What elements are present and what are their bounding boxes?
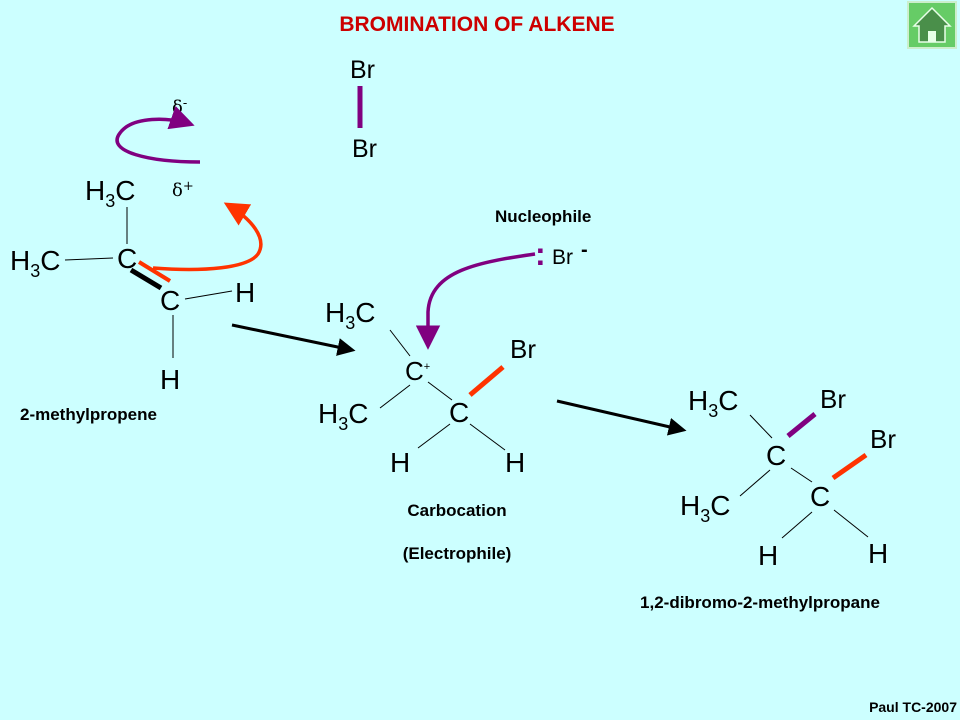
- reactant-methyl-top: H3C: [85, 175, 135, 211]
- bond-cplus-methyl-bottom: [379, 384, 411, 409]
- double-bond-pi: [137, 260, 172, 283]
- delta-minus-label: δ-: [172, 96, 187, 118]
- product-methyl-top: H3C: [688, 385, 738, 421]
- nucleophile-attack-arrow: [415, 252, 536, 350]
- nucleophile-label: Nucleophile: [495, 207, 591, 226]
- carbocation-name-line2: (Electrophile): [403, 544, 512, 563]
- bond-cplus-c2: [427, 381, 453, 401]
- polarization-arrow: [115, 105, 201, 164]
- product-dibromide: H3C Br C Br C H3C H H 1,2-dibromo-2-meth…: [640, 384, 896, 612]
- br-bottom: Br: [352, 135, 377, 163]
- bond-cplus-methyl-top: [389, 329, 411, 357]
- product-h-left: H: [758, 540, 778, 571]
- bromine-molecule: Br Br: [350, 56, 377, 163]
- reaction-arrow-2: [556, 399, 687, 436]
- bromide-lone-pair: :: [535, 236, 546, 272]
- bond-c2-h-right: [184, 290, 233, 300]
- carbocation-c-plus: C+: [405, 356, 430, 386]
- reactant-methyl-left: H3C: [10, 245, 60, 281]
- bond-c2-h-left: [781, 511, 813, 539]
- page-title: BROMINATION OF ALKENE: [339, 13, 614, 36]
- carbocation-br: Br: [510, 334, 536, 364]
- reactant-c2: C: [160, 285, 180, 316]
- carbocation-name-line1: Carbocation: [407, 501, 506, 520]
- bond-methyl-left: [64, 257, 114, 261]
- reactant-2-methylpropene: H3C H3C C C H H 2-methylpropene: [10, 175, 255, 424]
- reactant-h-bottom: H: [160, 364, 180, 395]
- product-methyl-bottom: H3C: [680, 490, 730, 526]
- bond-c1-methyl-top: [749, 414, 773, 439]
- carbocation-c2: C: [449, 397, 469, 428]
- reactant-c1: C: [117, 243, 137, 274]
- reaction-arrow-1: [231, 323, 356, 356]
- nucleophile: Nucleophile : Br-: [495, 207, 591, 272]
- reactant-h-right: H: [235, 277, 255, 308]
- carbocation-h-right: H: [505, 447, 525, 478]
- bond-c2-br2: [831, 452, 868, 481]
- bond-c2-h-right: [833, 509, 869, 538]
- carbocation-methyl-bottom: H3C: [318, 398, 368, 434]
- product-c2: C: [810, 481, 830, 512]
- bond-c1-methyl-bottom: [739, 469, 771, 497]
- home-button[interactable]: [907, 1, 957, 49]
- author-credit: Paul TC-2007: [869, 699, 957, 715]
- bromide-ion: Br-: [552, 239, 588, 269]
- product-h-right: H: [868, 538, 888, 569]
- bond-c1-br1: [786, 412, 817, 438]
- product-c1: C: [766, 440, 786, 471]
- br-top: Br: [350, 56, 375, 84]
- home-icon: [912, 6, 952, 43]
- double-bond-sigma: [129, 267, 163, 291]
- carbocation: H3C C+ H3C C Br H H Carbocation (Electro…: [318, 297, 536, 563]
- carbocation-h-left: H: [390, 447, 410, 478]
- product-br1: Br: [820, 384, 846, 414]
- bond-c2-h-left: [417, 423, 451, 449]
- bond-c2-br: [468, 365, 505, 397]
- carbocation-methyl-top: H3C: [325, 297, 375, 333]
- bond-c1-c2: [790, 467, 813, 483]
- product-name: 1,2-dibromo-2-methylpropane: [640, 593, 880, 612]
- delta-plus-label: δ+: [172, 179, 194, 201]
- reactant-name: 2-methylpropene: [20, 405, 157, 424]
- pi-bond-attack-arrow: [152, 202, 263, 272]
- bond-c2-h-right: [469, 423, 506, 451]
- product-br2: Br: [870, 424, 896, 454]
